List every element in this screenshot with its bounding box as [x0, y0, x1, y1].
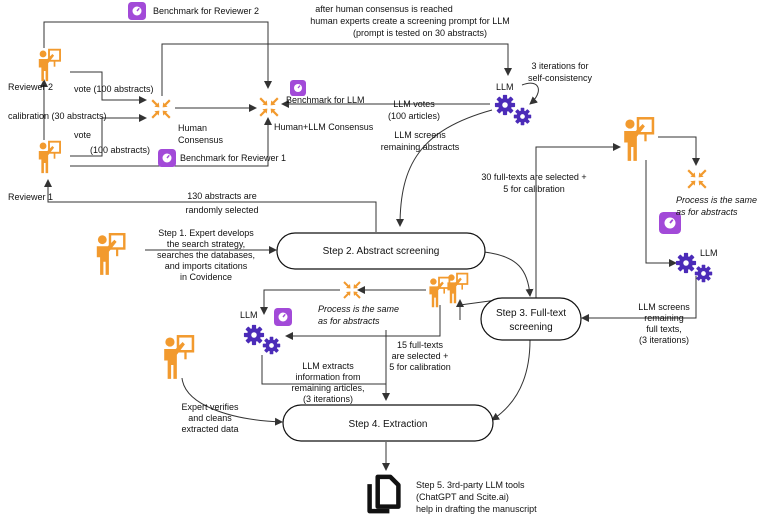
step1-line2: the search strategy, [167, 239, 245, 249]
benchmark-llm-label: Benchmark for LLM [286, 95, 365, 105]
process-same-fulltext-line1: Process is the same [676, 195, 757, 205]
llm-screens-fulltext-line1: LLM screens [638, 302, 690, 312]
step1-line4: and imports citations [165, 261, 248, 271]
llm-abstract-label: LLM [496, 82, 514, 92]
extraction-expert-icon-a [428, 276, 451, 308]
expert-verifies-line1: Expert verifies [181, 402, 239, 412]
vote-bottom-label: vote [74, 130, 91, 140]
fulltext-select-line2: 5 for calibration [503, 184, 565, 194]
iterations-line1: 3 iterations for [531, 61, 588, 71]
llm-fulltext-gear-icon [675, 252, 697, 274]
llm-screens-abstracts-line2: remaining abstracts [381, 142, 460, 152]
reviewer2-expert-icon [37, 48, 62, 82]
reviewer1-label: Reviewer 1 [8, 192, 53, 202]
step3-label-line2: screening [509, 322, 552, 333]
llm-screens-fulltext-line2: remaining [644, 313, 684, 323]
llm-votes-line2: (100 articles) [388, 111, 440, 121]
random-select-line2: randomly selected [185, 205, 258, 215]
step4-box: Step 4. Extraction [282, 404, 494, 442]
llm-extracts-line3: remaining articles, [291, 383, 364, 393]
random-select-line1: 130 abstracts are [187, 191, 257, 201]
verify-expert-icon [162, 334, 195, 380]
fulltext-expert-icon [622, 116, 655, 162]
process-same-fulltext-line2: as for abstracts [676, 207, 738, 217]
human-consensus-line2: Consensus [178, 135, 224, 145]
benchmark-r2-icon [128, 2, 146, 20]
reviewer2-label: Reviewer 2 [8, 82, 53, 92]
llm-extracts-line1: LLM extracts [302, 361, 354, 371]
extraction-consensus-icon [343, 281, 361, 299]
step1-line5: in Covidence [180, 272, 232, 282]
llm-fulltext-label: LLM [700, 248, 718, 258]
benchmark-extraction-icon [274, 308, 292, 326]
prompt-note-line2: human experts create a screening prompt … [310, 16, 510, 26]
llm-fulltext-gear-small-icon [694, 264, 713, 283]
extraction-expert-icon-b [446, 272, 469, 304]
llm-screens-fulltext-line3: full texts, [646, 324, 682, 334]
process-same-extraction-line1: Process is the same [318, 304, 399, 314]
llm-extraction-gear-icon [243, 324, 265, 346]
step1-line1: Step 1. Expert develops [158, 228, 254, 238]
step3-box: Step 3. Full-text screening [480, 297, 582, 341]
llm-extraction-gear-small-icon [262, 336, 281, 355]
vote-top-label: vote (100 abstracts) [74, 84, 154, 94]
prompt-note-line1: after human consensus is reached [315, 4, 453, 14]
fulltext-consensus-icon [687, 169, 707, 189]
step3-label-line1: Step 3. Full-text [496, 308, 566, 319]
process-same-extraction-line2: as for abstracts [318, 316, 380, 326]
step2-box: Step 2. Abstract screening [276, 232, 486, 270]
llm-votes-line1: LLM votes [393, 99, 435, 109]
extraction-select-line3: 5 for calibration [389, 362, 451, 372]
step4-label: Step 4. Extraction [349, 419, 428, 430]
step1-line3: searches the databases, [157, 250, 255, 260]
prompt-note-line3: (prompt is tested on 30 abstracts) [353, 28, 487, 38]
human-llm-consensus-label: Human+LLM Consensus [274, 122, 374, 132]
llm-abstract-gear-icon [494, 94, 516, 116]
llm-screens-fulltext-line4: (3 iterations) [639, 335, 689, 345]
llm-extracts-line2: information from [295, 372, 360, 382]
human-llm-consensus-icon [259, 97, 279, 117]
calibration-label: calibration (30 abstracts) [8, 111, 107, 121]
benchmark-llm-icon [290, 80, 306, 96]
step2-label: Step 2. Abstract screening [323, 246, 440, 257]
human-consensus-line1: Human [178, 123, 207, 133]
edges [40, 21, 700, 471]
llm-screens-abstracts-line1: LLM screens [394, 130, 446, 140]
iterations-line2: self-consistency [528, 73, 593, 83]
extraction-select-line2: are selected + [392, 351, 449, 361]
extraction-select-line1: 15 full-texts [397, 340, 444, 350]
benchmark-r1-label: Benchmark for Reviewer 1 [180, 153, 286, 163]
expert-verifies-line2: and cleans [188, 413, 232, 423]
step5-line2: (ChatGPT and Scite.ai) [416, 492, 509, 502]
step5-line3: help in drafting the manuscript [416, 504, 537, 514]
llm-extraction-label: LLM [240, 310, 258, 320]
expert-verifies-line3: extracted data [181, 424, 238, 434]
reviewer1-expert-icon [37, 140, 62, 174]
human-consensus-icon [151, 99, 171, 119]
documents-icon [370, 477, 399, 511]
llm-extracts-line4: (3 iterations) [303, 394, 353, 404]
vote-bottom-count-label: (100 abstracts) [90, 145, 150, 155]
step1-expert-icon [95, 232, 126, 276]
benchmark-r2-label: Benchmark for Reviewer 2 [153, 6, 259, 16]
fulltext-select-line1: 30 full-texts are selected + [481, 172, 586, 182]
benchmark-r1-icon [158, 149, 176, 167]
labels: Benchmark for Reviewer 2 after human con… [8, 4, 757, 514]
step5-line1: Step 5. 3rd-party LLM tools [416, 480, 525, 490]
llm-abstract-gear-small-icon [513, 107, 532, 126]
